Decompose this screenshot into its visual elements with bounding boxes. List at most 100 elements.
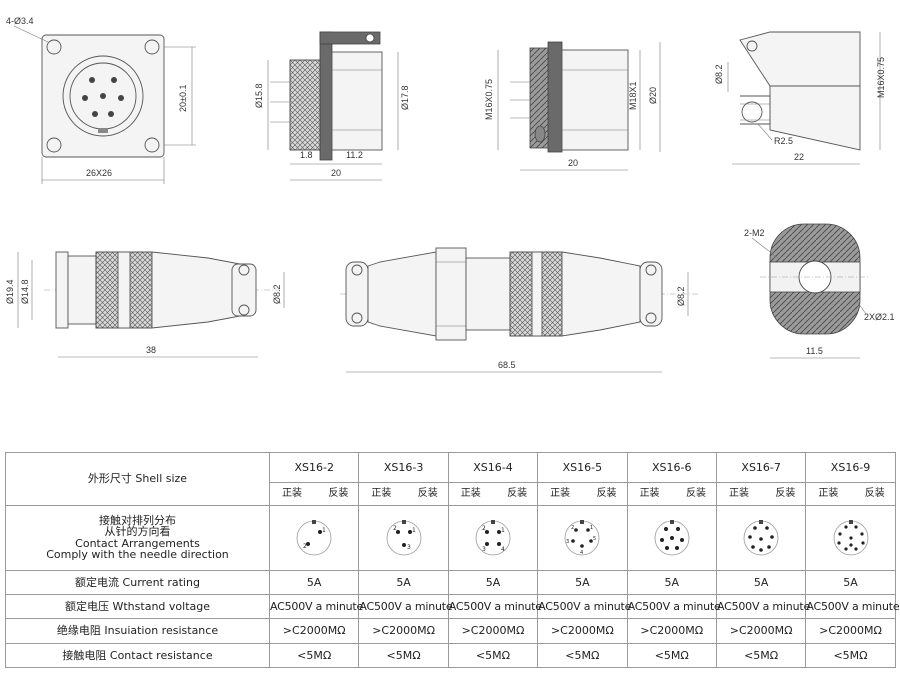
- section-body: [561, 49, 629, 151]
- socket-outer-ring: [62, 55, 144, 137]
- dim-plug-d1: Ø19.4: [5, 279, 15, 304]
- withstand-voltage-value: AC500V a minute: [358, 594, 453, 620]
- mount-normal: 正装: [460, 487, 481, 499]
- current-rating-value: 5A: [358, 569, 449, 596]
- insulation-resistance-value: >C2000MΩ: [715, 618, 807, 644]
- dim-plug-cable: Ø8.2: [272, 284, 282, 304]
- receptacle-side-view: Ø15.8 Ø17.8 1.8 11.2 20: [254, 31, 410, 181]
- dim-end-width: 11.5: [806, 346, 823, 356]
- pin-layout-cell: [626, 504, 717, 571]
- current-rating-value: 5A: [805, 569, 896, 596]
- pin: [92, 111, 98, 117]
- model-header: XS16-9: [805, 452, 896, 483]
- model-header: XS16-3: [358, 452, 449, 483]
- pin-layout-7: [743, 519, 779, 556]
- spec-table: 外形尺寸 Shell size XS16-2 XS16-3 XS16-4 XS1…: [5, 452, 900, 669]
- mount-reverse: 反装: [685, 487, 706, 499]
- socket-body: [331, 51, 383, 151]
- flange-section: [319, 31, 333, 161]
- dim-side1-d2: Ø17.8: [400, 85, 410, 110]
- dim-side3-thread: M16X0.75: [876, 57, 886, 98]
- pin-layout-cell: [715, 504, 807, 571]
- pin-layout-6: [654, 519, 690, 556]
- contact-resistance-value: <5MΩ: [626, 642, 717, 669]
- dim-side3-d: Ø8.2: [714, 64, 724, 84]
- dim-side2-thread2: M18X1: [628, 81, 638, 110]
- insulation-resistance-value: >C2000MΩ: [268, 618, 360, 644]
- contact-resistance-value: <5MΩ: [447, 642, 539, 669]
- dim-side2-d: Ø20: [648, 87, 658, 104]
- pin-label: 2: [571, 525, 574, 531]
- pin-label: 1: [322, 527, 326, 534]
- pin-layout-cell: 1 2: [268, 504, 360, 571]
- contact-label-line2: 从针的方向看: [104, 525, 171, 539]
- withstand-voltage-value: AC500V a minute: [447, 594, 542, 620]
- mount-cell: 正装反装: [805, 481, 896, 506]
- shell-size-label: 外形尺寸 Shell size: [5, 452, 270, 506]
- pin-layout-5: 1 2 3 4 5: [564, 519, 600, 556]
- model-header: XS16-5: [537, 452, 628, 483]
- insulation-resistance-value: >C2000MΩ: [358, 618, 449, 644]
- pin-layout-cell: [805, 504, 896, 571]
- mount-normal: 正装: [371, 487, 392, 499]
- left-clamp: [345, 261, 369, 327]
- plug-body: [151, 251, 241, 329]
- dim-side3-radius: R2.5: [774, 136, 793, 146]
- withstand-voltage-label: 额定电压 Wthstand voltage: [5, 594, 270, 620]
- flange-cut: [547, 41, 563, 153]
- dim-inline-length: 68.5: [498, 360, 516, 370]
- mount-cell: 正装反装: [268, 481, 360, 506]
- pin: [108, 111, 114, 117]
- receptacle-section-view: M16X0.75 M18X1 Ø20 20: [484, 41, 661, 171]
- plug-sleeve: [67, 255, 97, 325]
- mount-reverse: 反装: [328, 487, 349, 499]
- insulation-resistance-label: 绝缘电阻 Insuiation resistance: [5, 618, 270, 644]
- mount-cell: 正装反装: [715, 481, 807, 506]
- pin-layout-3: 1 2 3: [386, 519, 421, 556]
- pin-label: 1: [590, 525, 593, 531]
- pin-label: 5: [593, 536, 596, 542]
- mount-reverse: 反装: [417, 487, 438, 499]
- pin-layout-4: 1 2 3 4: [475, 519, 511, 556]
- dim-side1-l2: 11.2: [346, 150, 363, 160]
- coupling-nut: [435, 247, 467, 341]
- dim-plug-length: 38: [146, 345, 156, 355]
- insulation-resistance-value: >C2000MΩ: [805, 618, 896, 644]
- pin-layout-cell: 1 2 3 4: [447, 504, 539, 571]
- dim-side1-l1: 1.8: [300, 150, 313, 160]
- insulation-resistance-value: >C2000MΩ: [626, 618, 717, 644]
- cable-end-side-view: Ø8.2 R2.5 M16X0.75 22: [714, 31, 886, 165]
- knurled-nut: [289, 59, 321, 151]
- dim-side3-total: 22: [794, 152, 804, 162]
- pin: [100, 93, 106, 99]
- mount-hole: [144, 39, 160, 55]
- plug-front: [55, 251, 69, 329]
- pin-label: 3: [566, 539, 569, 545]
- withstand-voltage-value: AC500V a minute: [626, 594, 721, 620]
- mount-hole: [144, 137, 160, 153]
- cable-clamp-top: [739, 31, 861, 87]
- right-clamp: [639, 261, 663, 327]
- pin: [89, 77, 95, 83]
- dim-end-holes: 2XØ2.1: [864, 312, 895, 322]
- dim-plug-d2: Ø14.8: [20, 279, 30, 304]
- withstand-voltage-value: AC500V a minute: [537, 594, 631, 620]
- mount-hole: [46, 39, 62, 55]
- model-header: XS16-6: [626, 452, 717, 483]
- flange-front-view: 4-Ø3.4 26X26 20±0.1: [6, 16, 196, 184]
- contact-resistance-value: <5MΩ: [715, 642, 807, 669]
- mount-reverse: 反装: [507, 487, 528, 499]
- pin: [118, 95, 124, 101]
- contact-resistance-value: <5MΩ: [537, 642, 628, 669]
- pin-layout-cell: 1 2 3: [358, 504, 449, 571]
- contact-label-line4: Comply with the needle direction: [46, 548, 229, 562]
- plug-view: Ø19.4 Ø14.8 Ø8.2 38: [5, 251, 285, 358]
- current-rating-value: 5A: [626, 569, 717, 596]
- contact-resistance-value: <5MΩ: [358, 642, 449, 669]
- dim-square-size: 26X26: [86, 168, 112, 178]
- flange-top: [319, 31, 381, 45]
- dim-side1-d1: Ø15.8: [254, 83, 264, 108]
- pin-label: 4: [580, 550, 583, 556]
- contact-resistance-value: <5MΩ: [805, 642, 896, 669]
- current-rating-value: 5A: [268, 569, 360, 596]
